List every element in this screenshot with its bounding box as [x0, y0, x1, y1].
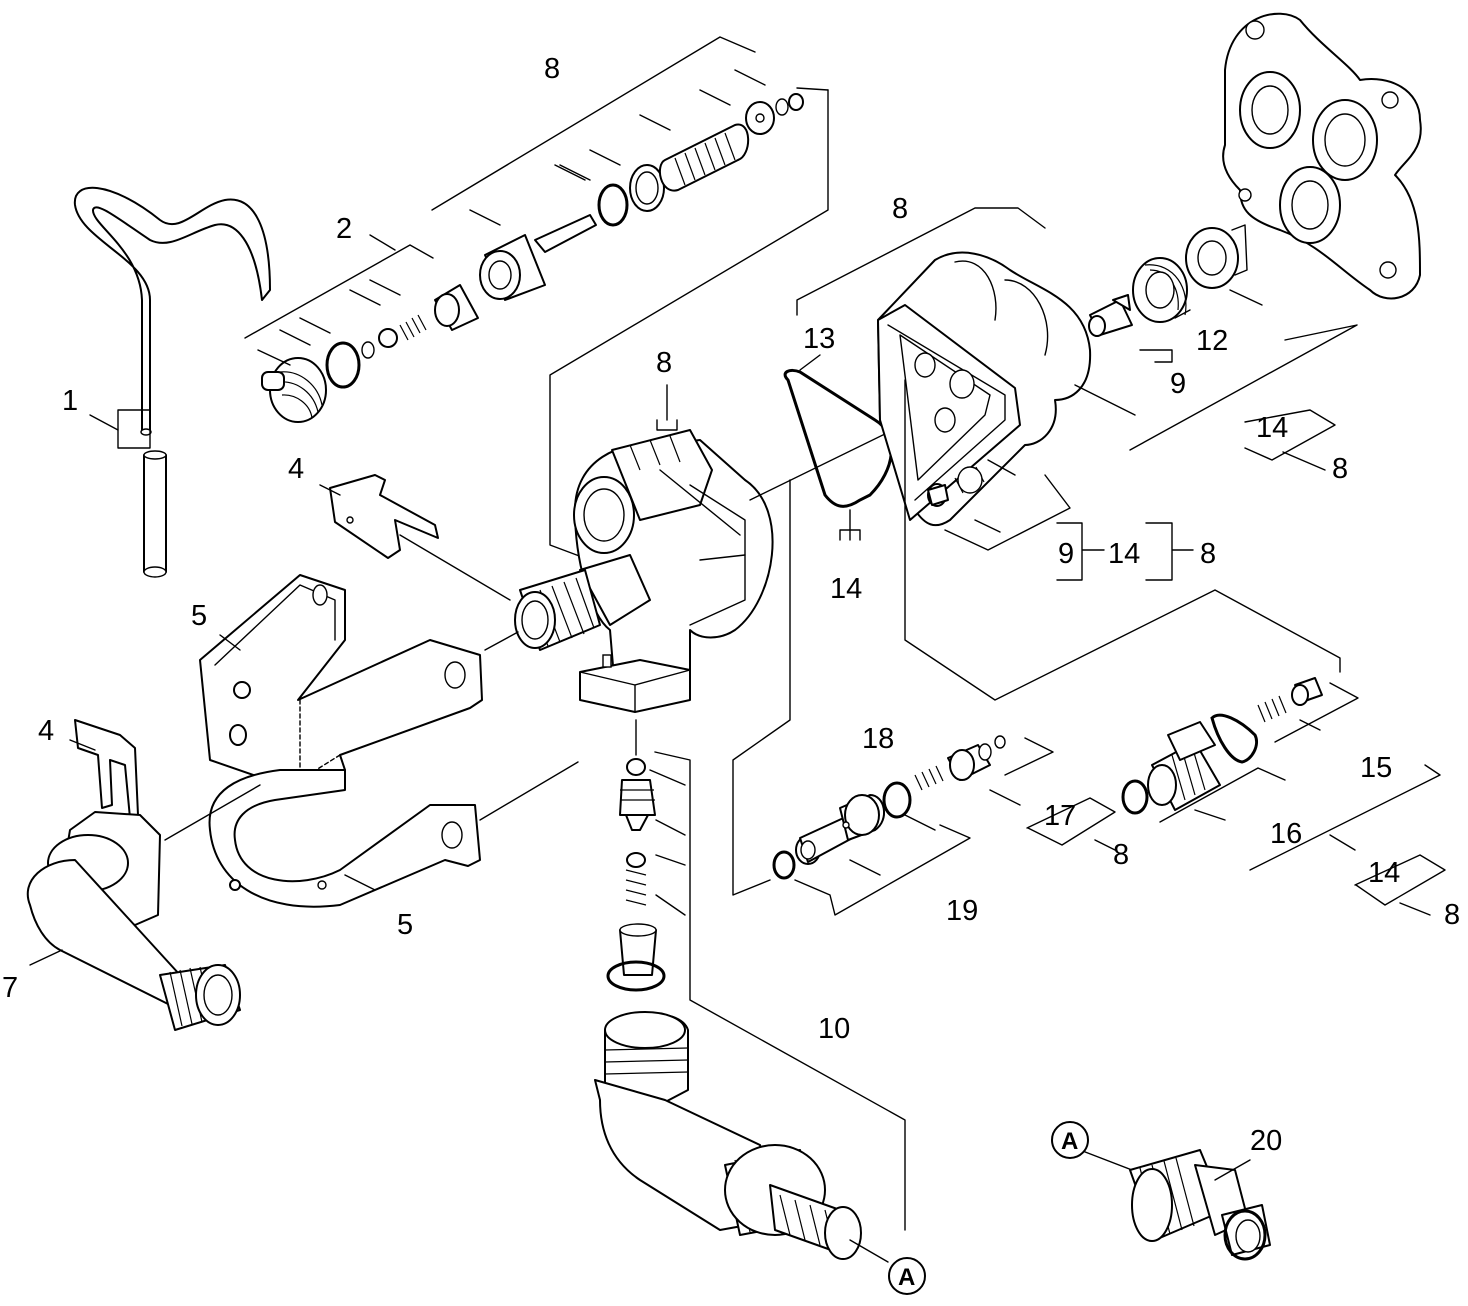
- label-part-9-lower: 9: [1058, 538, 1074, 570]
- ref-a-text-lower: A: [898, 1264, 915, 1291]
- part-8-top-kit: [431, 36, 829, 561]
- label-part-14-c: 14: [830, 573, 862, 605]
- label-part-2: 2: [336, 213, 352, 245]
- pump-cylinder-head: [732, 207, 1341, 896]
- part-9-12-group: [1088, 224, 1263, 363]
- label-part-4-lower: 4: [38, 715, 54, 747]
- part-4-clip-upper: [319, 474, 439, 559]
- part-number-labels: 1 2 4 4 5 5 7 8 8 8 8 8 8 8 9 9 10 12 13…: [2, 53, 1460, 1157]
- label-part-19: 19: [946, 895, 978, 927]
- label-part-4-upper: 4: [288, 453, 304, 485]
- label-part-16: 16: [1270, 818, 1302, 850]
- label-part-8-right-d: 8: [1444, 899, 1460, 931]
- label-part-9-upper: 9: [1170, 368, 1186, 400]
- part-4-clip-lower: [69, 719, 139, 819]
- label-part-17: 17: [1044, 800, 1076, 832]
- reference-mark-a-lower: A: [888, 1257, 926, 1295]
- part-1-hose: [73, 186, 271, 578]
- label-part-14-a: 14: [1256, 412, 1288, 444]
- label-part-13: 13: [803, 323, 835, 355]
- label-part-10: 10: [818, 1013, 850, 1045]
- label-part-15: 15: [1360, 752, 1392, 784]
- part-manifold-plate: [1129, 12, 1422, 451]
- label-part-8-right-b: 8: [1200, 538, 1216, 570]
- part-9-spring-group: [927, 459, 1071, 551]
- part-5-bracket-lower: [164, 761, 579, 908]
- label-part-5-lower: 5: [397, 909, 413, 941]
- label-part-8-right-a: 8: [1332, 453, 1348, 485]
- part-13-seal: [783, 354, 893, 541]
- ref-a-text-right: A: [1061, 1128, 1078, 1155]
- part-15-16-group: [1121, 677, 1446, 916]
- label-part-14-b: 14: [1108, 538, 1140, 570]
- label-part-12: 12: [1196, 325, 1228, 357]
- label-part-8-right-c: 8: [1113, 839, 1129, 871]
- label-part-8-center: 8: [656, 347, 672, 379]
- part-7-elbow-pipe: [26, 811, 241, 1031]
- label-part-1: 1: [62, 385, 78, 417]
- label-part-5-upper: 5: [191, 600, 207, 632]
- part-17-18-19-group: [772, 735, 1116, 916]
- label-part-20: 20: [1250, 1125, 1282, 1157]
- part-10-inlet-assembly: [594, 719, 906, 1263]
- label-part-14-d: 14: [1368, 857, 1400, 889]
- part-5-bracket-upper: [199, 574, 483, 781]
- part-2-valve-assembly: [244, 164, 597, 423]
- label-part-8-top: 8: [544, 53, 560, 85]
- bracket-groups-right: [1056, 409, 1336, 581]
- label-part-18: 18: [862, 723, 894, 755]
- label-part-7: 7: [2, 972, 18, 1004]
- part-20-hose-connector: [1079, 1149, 1271, 1261]
- label-part-8-head: 8: [892, 193, 908, 225]
- part-8-central-marker: [656, 384, 678, 431]
- reference-mark-a-right: A: [1051, 1121, 1089, 1159]
- pump-head-body: [399, 429, 774, 713]
